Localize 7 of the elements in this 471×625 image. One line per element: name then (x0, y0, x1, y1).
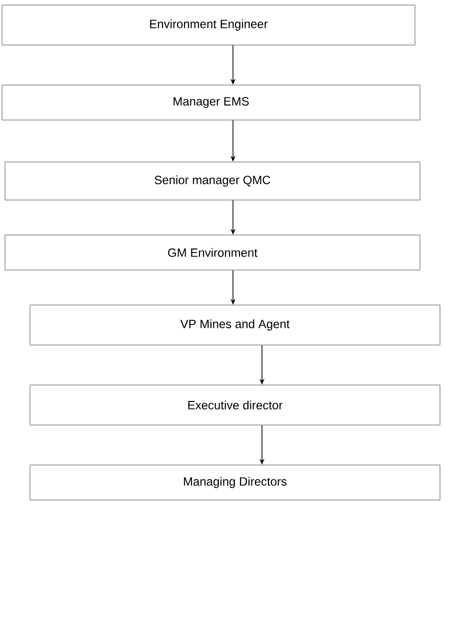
process-box: GM Environment (4, 234, 420, 270)
process-box: VP Mines and Agent (30, 304, 440, 346)
process-box: Senior manager QMC (4, 162, 420, 200)
process-box: Manager EMS (2, 84, 420, 120)
process-box: Environment Engineer (2, 4, 416, 46)
process-box: Executive director (30, 384, 440, 426)
process-box: Managing Directors (30, 464, 440, 500)
